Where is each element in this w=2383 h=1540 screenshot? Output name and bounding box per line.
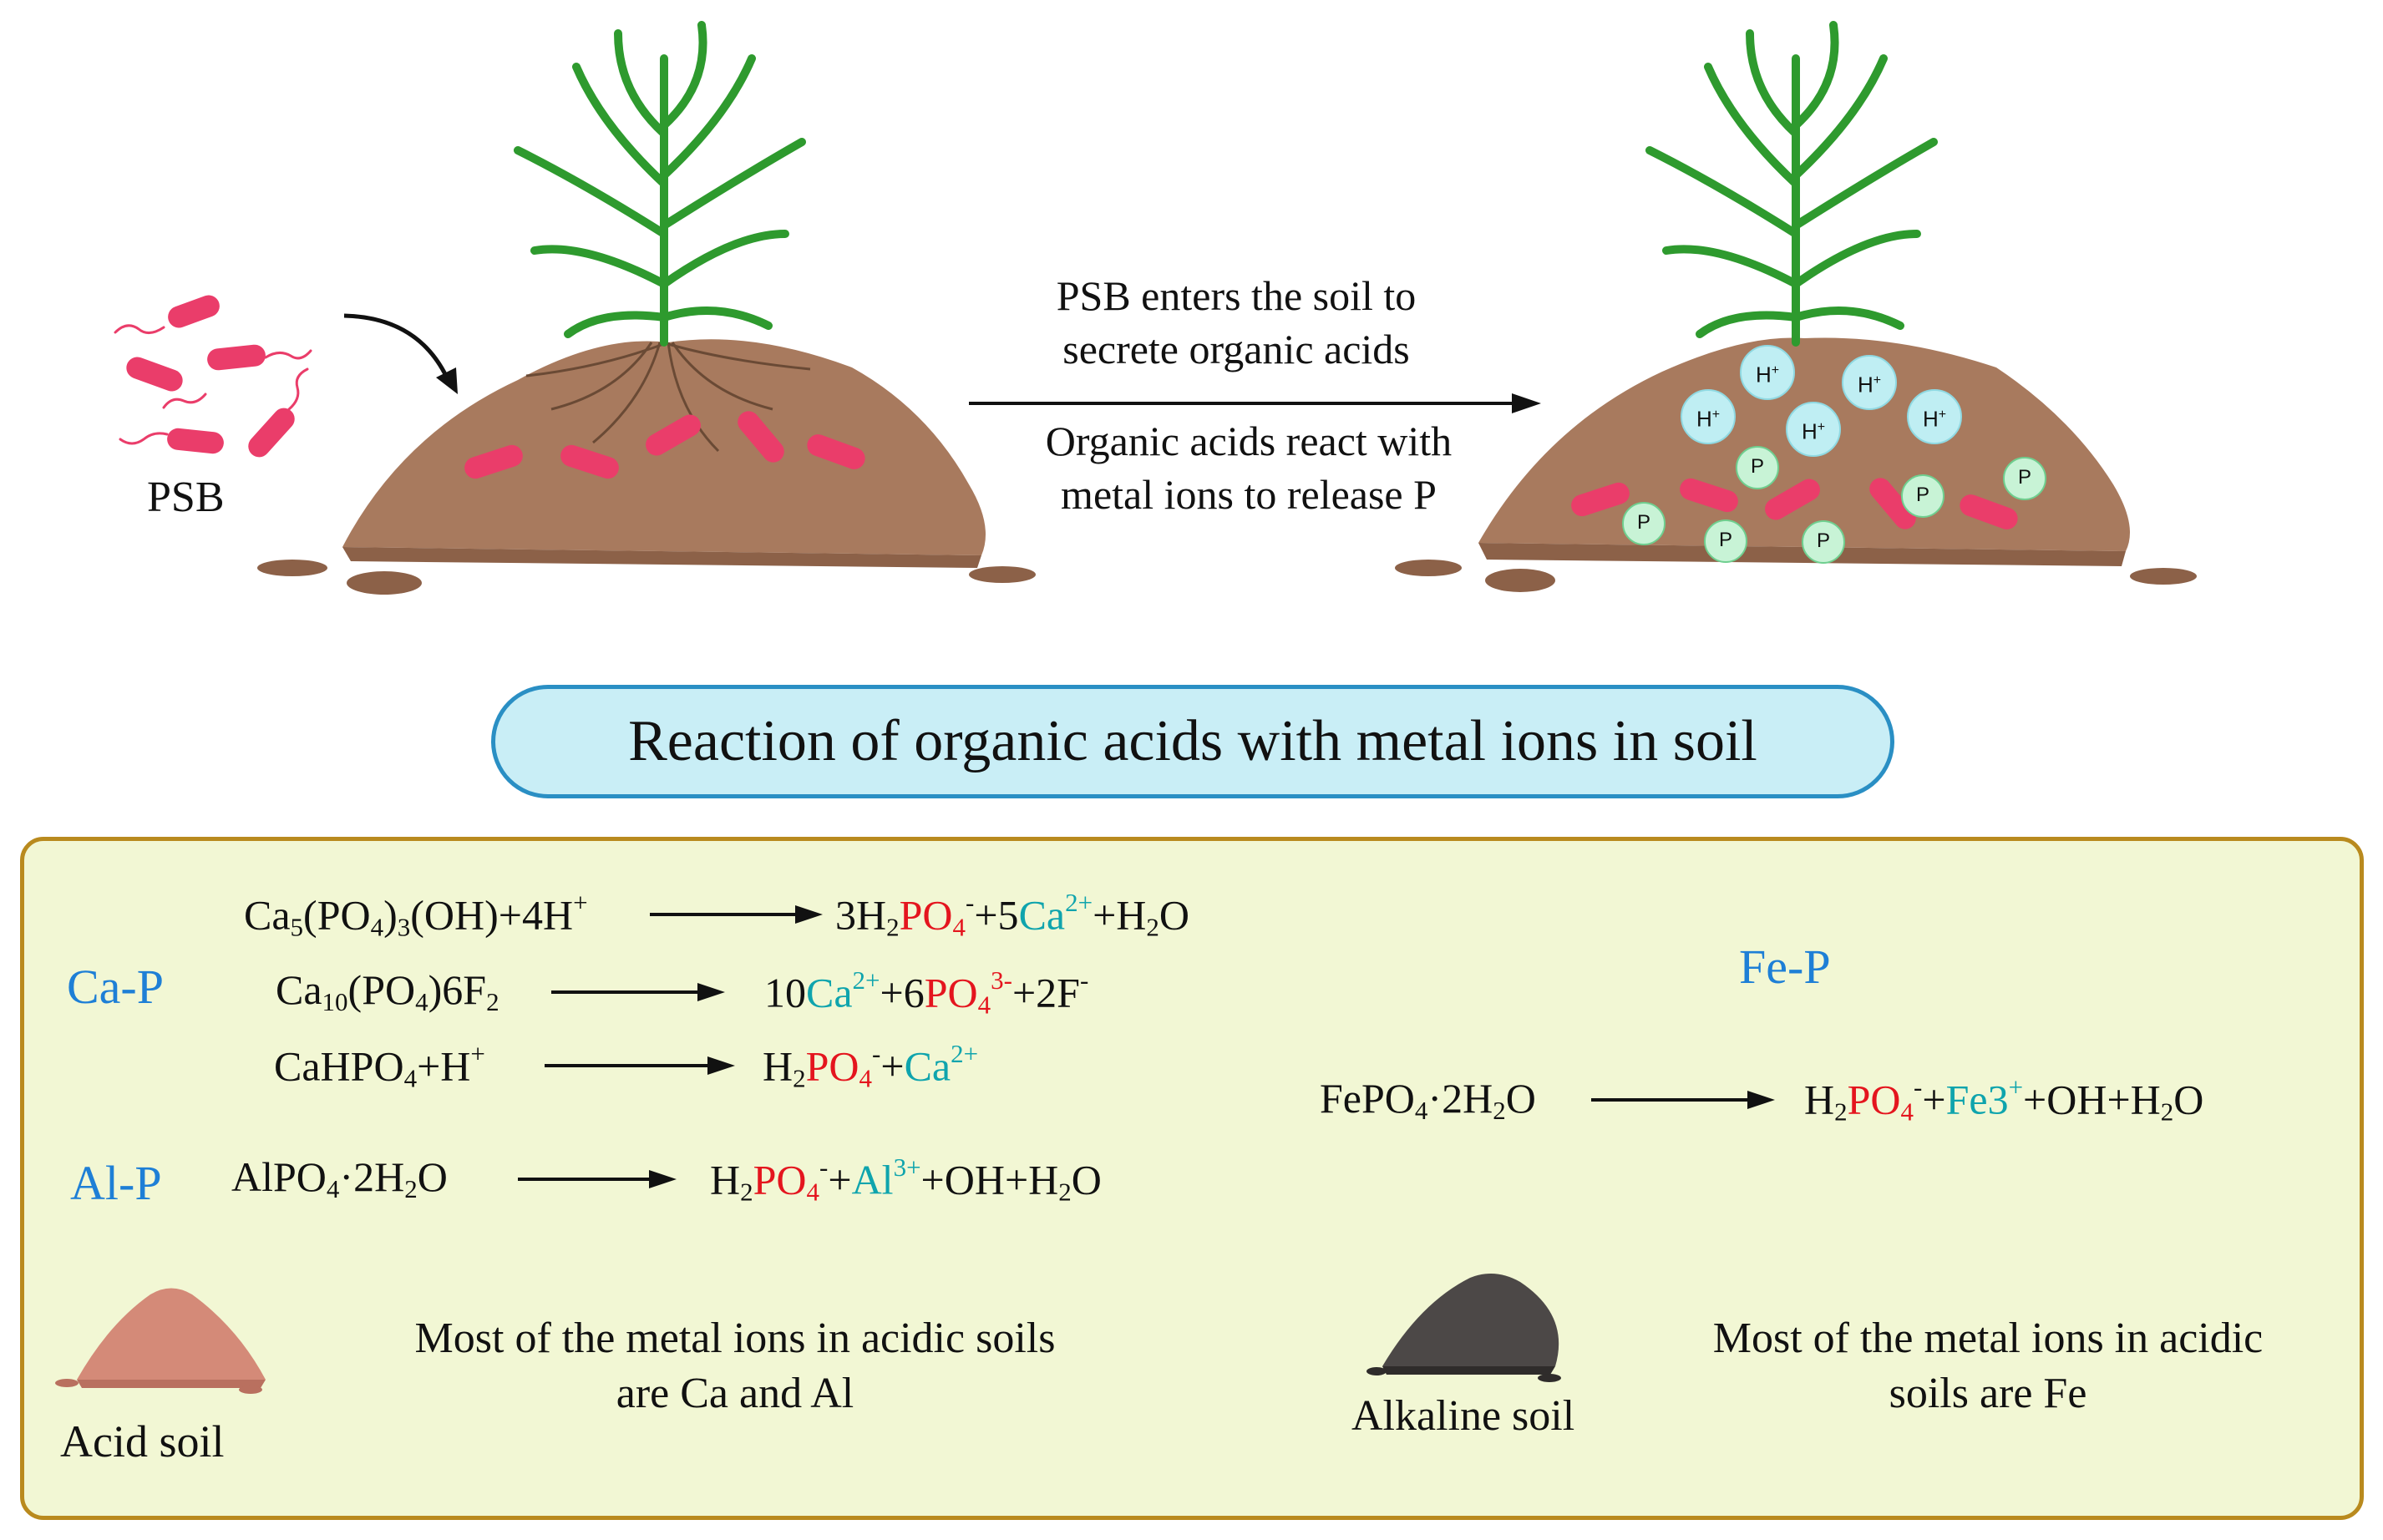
equation-fepo4-products: H2PO4-+Fe3++OH+H2O (1804, 1072, 2204, 1127)
h-ion-icon: H+ (1681, 389, 1736, 444)
equation-cahpo4-products: H2PO4-+Ca2+ (763, 1039, 979, 1093)
bacterium (207, 344, 312, 371)
plant-left (514, 21, 806, 347)
p-ion-icon: P (1736, 446, 1779, 489)
h-ion-icon: H+ (1786, 402, 1841, 457)
equation-alpo4-products: H2PO4-+Al3++OH+H2O (710, 1152, 1102, 1207)
equation-ca5: Ca5(PO4)3(OH)+4H+ (244, 888, 588, 942)
fe-p-label: Fe-P (1739, 940, 1831, 994)
free-bacteria-group (114, 295, 312, 458)
equation-ca10-products: 10Ca2++6PO43-+2F- (764, 965, 1089, 1020)
al-p-label: Al-P (70, 1156, 162, 1210)
bacterium (119, 428, 224, 454)
equation-cahpo4: CaHPO4+H+ (274, 1039, 485, 1093)
p-ion-icon: P (1622, 502, 1666, 545)
curved-arrow-icon (343, 313, 449, 379)
ca-p-label: Ca-P (67, 960, 164, 1014)
h-ion-icon: H+ (1842, 355, 1897, 410)
process-arrowhead-icon (1512, 393, 1541, 413)
alkaline-soil-icon (1366, 1274, 1561, 1382)
p-ion-icon: P (2003, 457, 2046, 500)
section-title-box: Reaction of organic acids with metal ion… (491, 685, 1894, 798)
reactions-panel (20, 837, 2364, 1520)
psb-label: PSB (147, 474, 225, 521)
curved-arrow-head-icon (436, 367, 458, 394)
equation-fepo4: FePO4·2H2O (1320, 1075, 1536, 1125)
soil-mound-left (257, 339, 1036, 595)
bacterium (114, 295, 220, 334)
equation-alpo4: AlPO4·2H2O (231, 1153, 448, 1203)
equation-ca10: Ca10(PO4)6F2 (276, 966, 499, 1016)
section-title: Reaction of organic acids with metal ion… (628, 709, 1757, 773)
bacterium (248, 367, 309, 458)
alkaline-soil-label: Alkaline soil (1351, 1392, 1575, 1440)
soil-bacteria (464, 411, 865, 479)
p-ion-icon: P (1901, 474, 1944, 518)
bacterium (126, 357, 207, 409)
acid-soil-icon (55, 1288, 266, 1394)
h-ion-icon: H+ (1907, 389, 1962, 444)
h-ion-icon: H+ (1740, 345, 1795, 400)
plant-right (1645, 21, 1938, 347)
acid-soil-label: Acid soil (60, 1416, 225, 1467)
equation-ca5-products: 3H2PO4-+5Ca2++H2O (835, 888, 1190, 942)
p-ion-icon: P (1704, 519, 1747, 563)
p-ion-icon: P (1802, 520, 1845, 564)
